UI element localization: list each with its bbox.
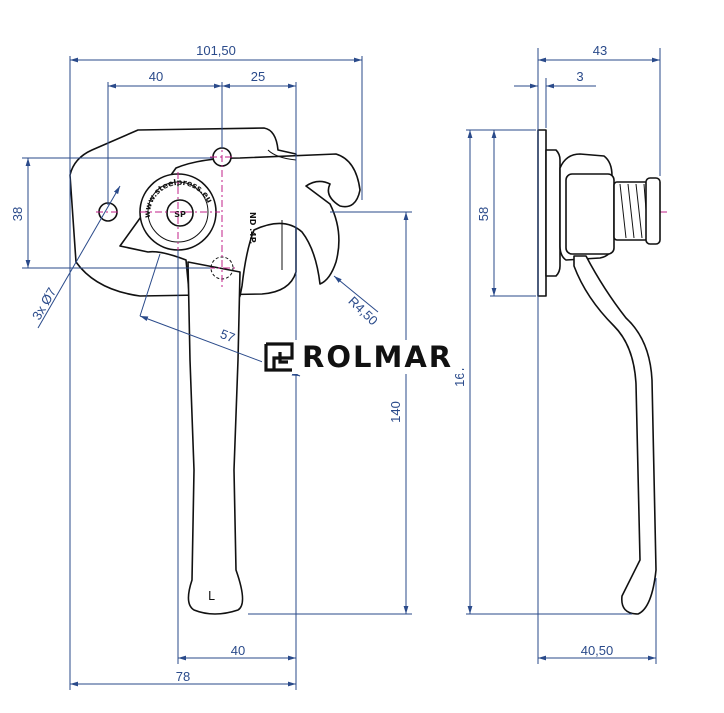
dim-overall-width: 101,50 [196,43,236,58]
dim-base-width: 78 [176,669,190,684]
pivot-rivet [166,199,194,227]
dim-hole-to-pivot: 40 [149,69,163,84]
dim-lever-length: 140 [388,401,403,423]
side-dimensions: 43 3 58 167 40,50 [452,43,661,664]
lever-handle [187,261,244,615]
dim-side-width: 43 [593,43,607,58]
side-lever [573,255,657,615]
dim-plate-height: 58 [476,207,491,221]
dim-handle-width: 40 [231,643,245,658]
dim-lever-reach: 57 [218,326,237,345]
rolmar-logo: ROLMAR [262,340,462,374]
side-spring [613,177,661,245]
dim-side-plate: 3 [576,69,583,84]
brand-name: ROLMAR [302,340,453,374]
dim-hook-radius: R4,50 [345,293,380,328]
body-code: ND .4P. [248,212,257,244]
side-view-latch [537,129,661,615]
dim-hole-vertical: 38 [10,207,25,221]
handle-letter: L [208,589,215,603]
rolmar-mark-icon [264,342,294,372]
dim-hole-diameter: 3x Ø7 [29,285,59,323]
svg-text:SP: SP [174,210,186,219]
side-base-plate [537,129,547,297]
dim-pivot-to-edge: 25 [251,69,265,84]
dim-side-depth: 40,50 [581,643,614,658]
